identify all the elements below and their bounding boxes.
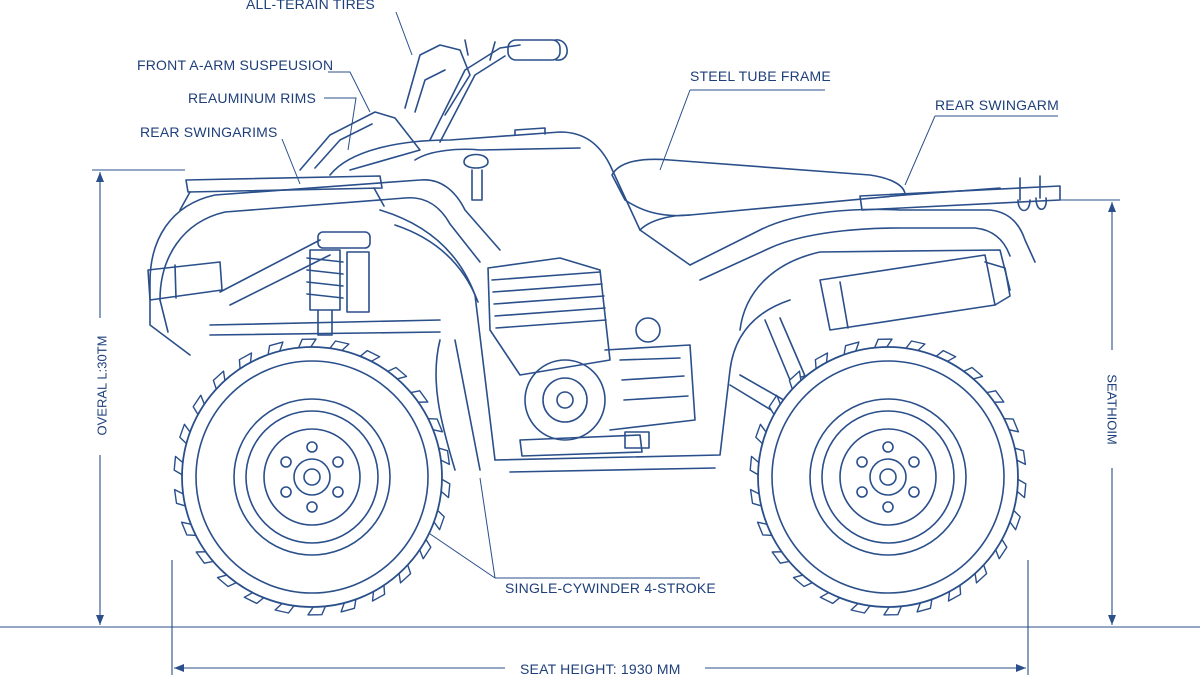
callout-rear-swingarm: REAR SWINGARM [935, 97, 1059, 113]
front-wheel [173, 338, 451, 616]
overall-length-dimension [92, 169, 185, 628]
bottom-dimension [171, 560, 1029, 675]
callout-rear-swingarms: REAR SWINGARIMS [140, 124, 278, 140]
rear-wheel [749, 338, 1027, 616]
callout-tires: ALL-TERAIN TIRES [246, 0, 375, 12]
callout-front-suspension: FRONT A-ARM SUSPEUSION [137, 57, 334, 73]
seat-height-dimension [1060, 199, 1120, 625]
callout-engine: SINGLE-CYWINDER 4-STROKE [505, 580, 716, 596]
front-shock-absorber [306, 231, 371, 336]
engine-block [487, 257, 696, 457]
overall-length-label: OVERAL L:30TM [94, 335, 110, 436]
callout-rims: REAUMINUM RIMS [188, 90, 317, 106]
callout-frame: STEEL TUBE FRAME [690, 68, 831, 84]
atv-body [147, 11, 1061, 579]
seat-height-side-label: SEATHIOIM [1104, 374, 1120, 445]
seat-height-bottom-label: SEAT HEIGHT: 1930 MM [520, 661, 681, 677]
